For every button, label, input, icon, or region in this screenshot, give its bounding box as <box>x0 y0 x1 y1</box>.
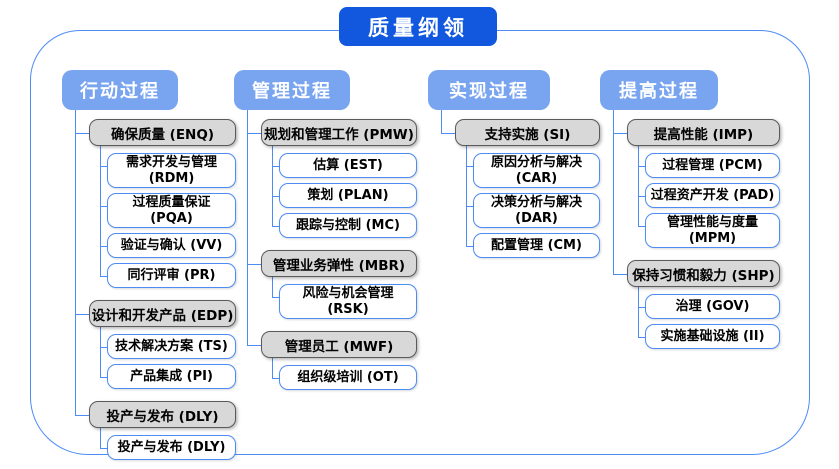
column-improvement-groups: 提高性能 (IMP) 过程管理 (PCM) 过程资产开发 (PAD) 管理性能与… <box>600 109 780 350</box>
group-label-si: 支持实施 (SI) <box>455 119 600 146</box>
child-label-dar: 决策分析与解决 (DAR) <box>473 193 600 229</box>
child-label-mpm: 管理性能与度量 (MPM) <box>645 213 780 249</box>
column-implementation-groups: 支持实施 (SI) 原因分析与解决 (CAR) 决策分析与解决 (DAR) 配置… <box>428 109 600 259</box>
group-label-mbr: 管理业务弹性 (MBR) <box>261 250 417 277</box>
child-node-rsk: 风险与机会管理 (RSK) <box>272 276 417 320</box>
child-node-dly: 投产与发布 (DLY) <box>100 428 236 461</box>
child-label-rsk: 风险与机会管理 (RSK) <box>279 284 417 320</box>
group-label-imp: 提高性能 (IMP) <box>627 119 780 146</box>
group-node-edp: 设计和开发产品 (EDP) 技术解决方案 (TS) 产品集成 (PI) <box>62 288 236 390</box>
group-enq-children: 需求开发与管理 (RDM) 过程质量保证 (PQA) 验证与确认 (VV) 同行… <box>100 145 236 289</box>
group-label-pmw: 规划和管理工作 (PMW) <box>261 119 417 146</box>
child-node-pcm: 过程管理 (PCM) <box>638 146 780 178</box>
child-node-ot: 组织级培训 (OT) <box>272 358 417 391</box>
child-label-plan: 策划 (PLAN) <box>279 183 417 208</box>
group-label-shp: 保持习惯和毅力 (SHP) <box>627 260 780 288</box>
child-node-ii: 实施基础设施 (II) <box>638 319 780 350</box>
column-header-management-process: 管理过程 <box>234 70 350 110</box>
child-label-ii: 实施基础设施 (II) <box>645 324 780 350</box>
group-mbr-children: 风险与机会管理 (RSK) <box>272 276 417 320</box>
child-node-plan: 策划 (PLAN) <box>272 178 417 208</box>
column-management-groups: 规划和管理工作 (PMW) 估算 (EST) 策划 (PLAN) 跟踪与控制 (… <box>234 110 417 391</box>
child-node-gov: 治理 (GOV) <box>638 287 780 320</box>
child-node-pr: 同行评审 (PR) <box>100 258 236 289</box>
child-label-rdm: 需求开发与管理 (RDM) <box>107 153 236 189</box>
group-node-mbr: 管理业务弹性 (MBR) 风险与机会管理 (RSK) <box>234 237 417 320</box>
group-label-edp: 设计和开发产品 (EDP) <box>89 300 236 328</box>
group-label-dly: 投产与发布 (DLY) <box>89 401 236 429</box>
child-node-vv: 验证与确认 (VV) <box>100 228 236 259</box>
child-node-mpm: 管理性能与度量 (MPM) <box>638 207 780 249</box>
group-label-mwf: 管理员工 (MWF) <box>261 331 417 359</box>
child-label-dly: 投产与发布 (DLY) <box>107 435 236 461</box>
child-node-pad: 过程资产开发 (PAD) <box>638 178 780 208</box>
child-label-mc: 跟踪与控制 (MC) <box>279 213 417 238</box>
column-management-process: 管理过程 规划和管理工作 (PMW) 估算 (EST) 策划 (PLAN) 跟踪… <box>234 70 417 391</box>
child-label-gov: 治理 (GOV) <box>645 294 780 320</box>
group-edp-children: 技术解决方案 (TS) 产品集成 (PI) <box>100 327 236 390</box>
child-node-pqa: 过程质量保证 (PQA) <box>100 188 236 229</box>
group-imp-children: 过程管理 (PCM) 过程资产开发 (PAD) 管理性能与度量 (MPM) <box>638 146 780 249</box>
child-label-pcm: 过程管理 (PCM) <box>645 153 780 178</box>
child-label-pi: 产品集成 (PI) <box>107 364 236 390</box>
column-header-action-process: 行动过程 <box>62 70 178 110</box>
child-label-ot: 组织级培训 (OT) <box>279 365 417 391</box>
child-node-rdm: 需求开发与管理 (RDM) <box>100 145 236 189</box>
group-node-mwf: 管理员工 (MWF) 组织级培训 (OT) <box>234 319 417 391</box>
column-improvement-process: 提高过程 提高性能 (IMP) 过程管理 (PCM) 过程资产开发 (PAD) … <box>600 70 780 350</box>
diagram-title: 质量纲领 <box>339 7 497 46</box>
group-node-dly: 投产与发布 (DLY) 投产与发布 (DLY) <box>62 389 236 461</box>
group-node-pmw: 规划和管理工作 (PMW) 估算 (EST) 策划 (PLAN) 跟踪与控制 (… <box>234 110 417 238</box>
child-label-pad: 过程资产开发 (PAD) <box>645 183 780 208</box>
child-label-pqa: 过程质量保证 (PQA) <box>107 193 236 229</box>
column-header-implementation-process: 实现过程 <box>428 70 550 110</box>
child-node-dar: 决策分析与解决 (DAR) <box>466 188 600 229</box>
group-si-children: 原因分析与解决 (CAR) 决策分析与解决 (DAR) 配置管理 (CM) <box>466 145 600 259</box>
column-action-process: 行动过程 确保质量 (ENQ) 需求开发与管理 (RDM) 过程质量保证 (PQ… <box>62 70 236 461</box>
child-label-pr: 同行评审 (PR) <box>107 263 236 289</box>
child-node-car: 原因分析与解决 (CAR) <box>466 145 600 189</box>
child-node-pi: 产品集成 (PI) <box>100 359 236 390</box>
column-action-groups: 确保质量 (ENQ) 需求开发与管理 (RDM) 过程质量保证 (PQA) 验证… <box>62 109 236 461</box>
child-label-cm: 配置管理 (CM) <box>473 233 600 259</box>
group-node-imp: 提高性能 (IMP) 过程管理 (PCM) 过程资产开发 (PAD) 管理性能与… <box>600 109 780 249</box>
group-node-si: 支持实施 (SI) 原因分析与解决 (CAR) 决策分析与解决 (DAR) 配置… <box>428 109 600 259</box>
child-label-ts: 技术解决方案 (TS) <box>107 334 236 360</box>
child-label-est: 估算 (EST) <box>279 153 417 178</box>
child-node-est: 估算 (EST) <box>272 146 417 178</box>
group-node-enq: 确保质量 (ENQ) 需求开发与管理 (RDM) 过程质量保证 (PQA) 验证… <box>62 109 236 289</box>
group-label-enq: 确保质量 (ENQ) <box>89 119 236 146</box>
child-label-car: 原因分析与解决 (CAR) <box>473 153 600 189</box>
group-mwf-children: 组织级培训 (OT) <box>272 358 417 391</box>
child-label-vv: 验证与确认 (VV) <box>107 233 236 259</box>
child-node-cm: 配置管理 (CM) <box>466 228 600 259</box>
column-implementation-process: 实现过程 支持实施 (SI) 原因分析与解决 (CAR) 决策分析与解决 (DA… <box>428 70 600 259</box>
group-node-shp: 保持习惯和毅力 (SHP) 治理 (GOV) 实施基础设施 (II) <box>600 248 780 350</box>
group-pmw-children: 估算 (EST) 策划 (PLAN) 跟踪与控制 (MC) <box>272 146 417 238</box>
group-shp-children: 治理 (GOV) 实施基础设施 (II) <box>638 287 780 350</box>
child-node-ts: 技术解决方案 (TS) <box>100 327 236 360</box>
group-dly-children: 投产与发布 (DLY) <box>100 428 236 461</box>
child-node-mc: 跟踪与控制 (MC) <box>272 208 417 238</box>
column-header-improvement-process: 提高过程 <box>600 70 718 110</box>
